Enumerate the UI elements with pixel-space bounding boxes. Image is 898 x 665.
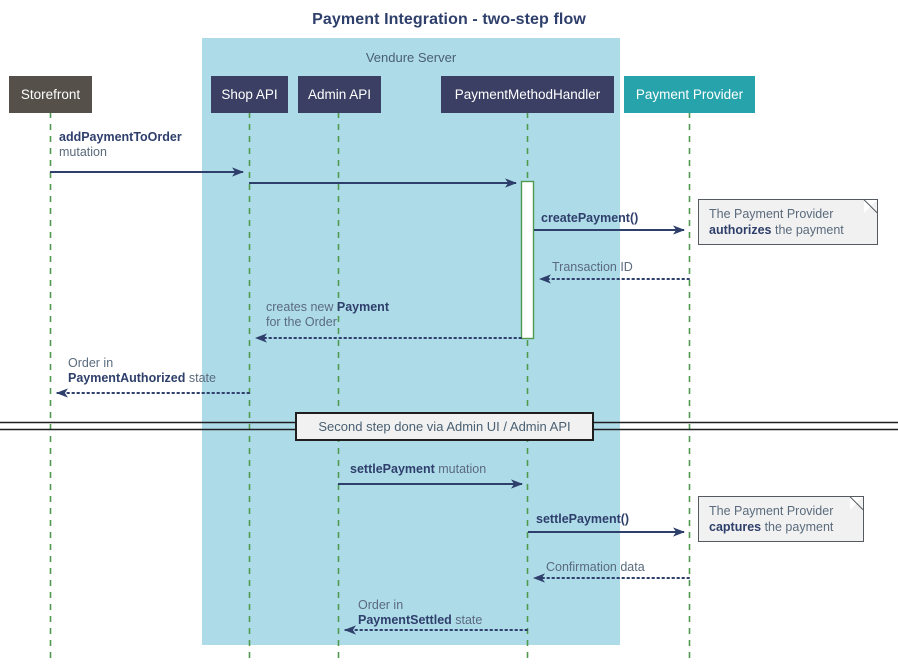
participant-payment-method-handler-label: PaymentMethodHandler bbox=[454, 87, 601, 102]
divider-second-step-label: Second step done via Admin UI / Admin AP… bbox=[318, 419, 571, 434]
message-label-order-payment-authorized-line2-plain: state bbox=[185, 371, 216, 385]
message-label-transaction-id-text: Transaction ID bbox=[552, 260, 633, 274]
message-label-add-payment-to-order: addPaymentToOrder mutation bbox=[59, 130, 182, 160]
message-label-order-payment-authorized: Order in PaymentAuthorized state bbox=[68, 356, 216, 386]
participant-shop-api[interactable]: Shop API bbox=[211, 76, 288, 113]
note-provider-authorizes-line1: The Payment Provider bbox=[709, 207, 834, 221]
message-label-transaction-id: Transaction ID bbox=[552, 260, 633, 275]
note-provider-authorizes-bold: authorizes bbox=[709, 223, 772, 237]
message-label-create-payment: createPayment() bbox=[541, 211, 638, 226]
message-label-order-payment-settled: Order in PaymentSettled state bbox=[358, 598, 482, 628]
divider-second-step: Second step done via Admin UI / Admin AP… bbox=[295, 412, 594, 441]
participant-storefront-label: Storefront bbox=[20, 87, 81, 102]
message-label-add-payment-to-order-line2: mutation bbox=[59, 145, 107, 159]
message-label-create-payment-text: createPayment() bbox=[541, 211, 639, 225]
group-band-vendure-server bbox=[202, 38, 620, 645]
note-provider-captures-bold: captures bbox=[709, 520, 762, 534]
group-label-vendure-server: Vendure Server bbox=[365, 50, 457, 65]
message-label-settle-payment-mutation-plain: mutation bbox=[434, 462, 487, 476]
message-label-order-payment-settled-line2-plain: state bbox=[451, 613, 483, 627]
message-label-creates-payment-line2: for the Order bbox=[266, 315, 337, 329]
message-label-confirmation-data-text: Confirmation data bbox=[546, 560, 645, 574]
diagram-title: Payment Integration - two-step flow bbox=[312, 11, 586, 28]
note-provider-authorizes: The Payment Provider authorizes the paym… bbox=[698, 199, 878, 245]
message-label-add-payment-to-order-line1: addPaymentToOrder bbox=[59, 130, 182, 144]
participant-storefront[interactable]: Storefront bbox=[9, 76, 92, 113]
participant-payment-provider-label: Payment Provider bbox=[635, 87, 744, 102]
note-provider-authorizes-suffix: the payment bbox=[771, 223, 844, 237]
note-provider-captures-line1: The Payment Provider bbox=[709, 504, 834, 518]
message-label-order-payment-settled-line2-bold: PaymentSettled bbox=[358, 613, 452, 627]
note-provider-captures: The Payment Provider captures the paymen… bbox=[698, 496, 864, 542]
participant-shop-api-label: Shop API bbox=[221, 87, 278, 102]
message-label-settle-payment-call-text: settlePayment() bbox=[536, 512, 630, 526]
participant-admin-api[interactable]: Admin API bbox=[298, 76, 381, 113]
message-label-creates-payment: creates new Payment for the Order bbox=[266, 300, 389, 330]
participant-payment-method-handler[interactable]: PaymentMethodHandler bbox=[441, 76, 614, 113]
message-label-creates-payment-line1-bold: Payment bbox=[336, 300, 389, 314]
note-provider-captures-suffix: the payment bbox=[761, 520, 834, 534]
message-label-settle-payment-mutation-bold: settlePayment bbox=[350, 462, 435, 476]
message-label-order-payment-settled-line1: Order in bbox=[358, 598, 404, 612]
activation-bar-handler bbox=[520, 180, 535, 340]
participant-payment-provider[interactable]: Payment Provider bbox=[624, 76, 755, 113]
participant-admin-api-label: Admin API bbox=[307, 87, 372, 102]
message-label-order-payment-authorized-line1: Order in bbox=[68, 356, 114, 370]
message-label-settle-payment-mutation: settlePayment mutation bbox=[350, 462, 486, 477]
message-label-creates-payment-line1-plain: creates new bbox=[266, 300, 337, 314]
message-label-settle-payment-call: settlePayment() bbox=[536, 512, 629, 527]
message-label-confirmation-data: Confirmation data bbox=[546, 560, 645, 575]
message-label-order-payment-authorized-line2-bold: PaymentAuthorized bbox=[68, 371, 186, 385]
